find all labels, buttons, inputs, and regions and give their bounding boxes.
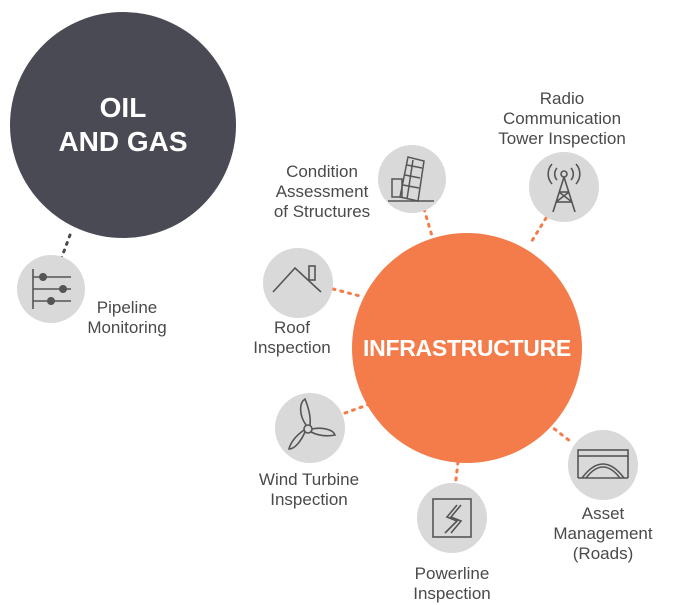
oil-and-gas-hub: OIL AND GAS [10,12,236,238]
building-icon [388,156,434,202]
asset-label: Asset Management (Roads) [540,504,666,564]
oil-and-gas-title-line2: AND GAS [58,126,188,157]
link-infra-radio [528,216,548,246]
radio-node [529,152,599,222]
wind-node [275,393,345,463]
infrastructure-hub: INFRASTRUCTURE [352,233,582,463]
infrastructure-title: INFRASTRUCTURE [363,334,571,361]
radio-label-line1: Radio [539,89,585,108]
link-infra-wind [343,402,372,415]
powerline-label: Powerline Inspection [394,564,510,604]
radio-label-line2: Communication [502,109,622,128]
powerline-node [417,483,487,553]
radio-tower-icon [547,163,581,213]
wind-turbine-icon [287,397,337,450]
radio-label-line3: Tower Inspection [498,129,626,148]
asset-node [568,430,638,500]
pipeline-label: Pipeline Monitoring [82,298,172,338]
condition-label-line2: Assessment [275,182,369,201]
roof-label: Roof Inspection [240,318,344,358]
condition-node [378,145,446,213]
powerline-label-line1: Powerline [414,564,490,583]
roof-icon [272,265,322,293]
link-infra-asset [546,422,572,443]
asset-label-line2: Management [553,524,653,543]
asset-label-line1: Asset [581,504,625,523]
roof-label-line1: Roof [274,318,310,337]
radio-label: Radio Communication Tower Inspection [482,89,642,149]
powerline-icon [432,498,472,538]
wind-label-line2: Inspection [270,490,348,509]
link-infra-condition [422,207,434,238]
roof-node [263,248,333,318]
condition-label-line1: Condition [286,162,358,181]
pipeline-node [17,255,85,323]
pipeline-icon [32,269,71,309]
wind-label-line1: Wind Turbine [258,470,360,489]
bridge-icon [577,449,629,479]
oil-and-gas-title-line1: OIL [99,92,147,123]
pipeline-label-line2: Monitoring [87,318,167,337]
roof-label-line2: Inspection [253,338,331,357]
condition-label: Condition Assessment of Structures [262,162,382,222]
asset-label-line3: (Roads) [572,544,634,563]
powerline-label-line2: Inspection [413,584,491,603]
link-infra-roof [331,287,362,298]
pipeline-label-line1: Pipeline [96,298,158,317]
wind-label: Wind Turbine Inspection [244,470,374,510]
condition-label-line3: of Structures [273,202,371,221]
